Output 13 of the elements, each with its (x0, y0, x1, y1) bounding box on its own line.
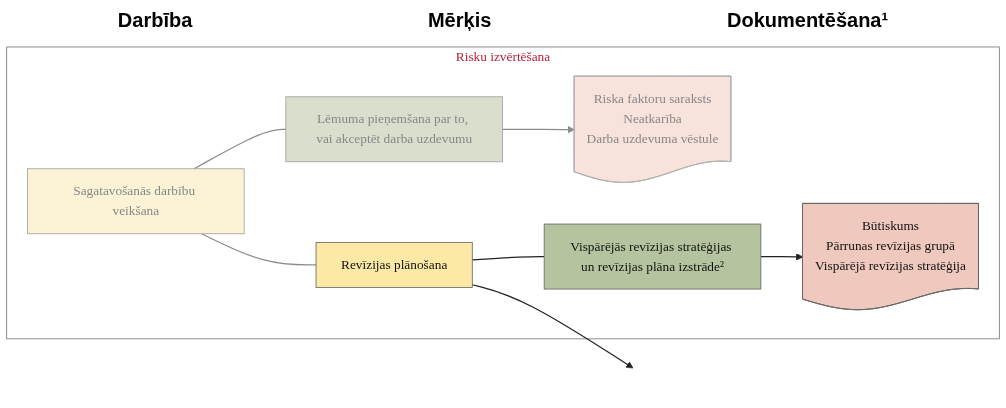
column-heading: Dokumentēšana¹ (727, 8, 889, 32)
connector (193, 128, 287, 170)
column-heading: Darbība (117, 8, 193, 32)
node-box: Sagatavošanās darbību veikšana (27, 168, 245, 235)
arrow (760, 253, 804, 261)
column-heading: Mērķis (427, 8, 492, 32)
arrow (501, 125, 575, 134)
node-box: Vispārējās revīzijas stratēģijas un revīzijas plāna izstrāde² (543, 223, 762, 290)
connector (201, 233, 317, 266)
node-box: Lēmuma pieņemšana par to, vai akceptēt darba uzdevumu (285, 96, 503, 163)
arrow (471, 284, 634, 369)
connector (471, 255, 545, 261)
node-box: Revīzijas plānošana (315, 241, 473, 288)
